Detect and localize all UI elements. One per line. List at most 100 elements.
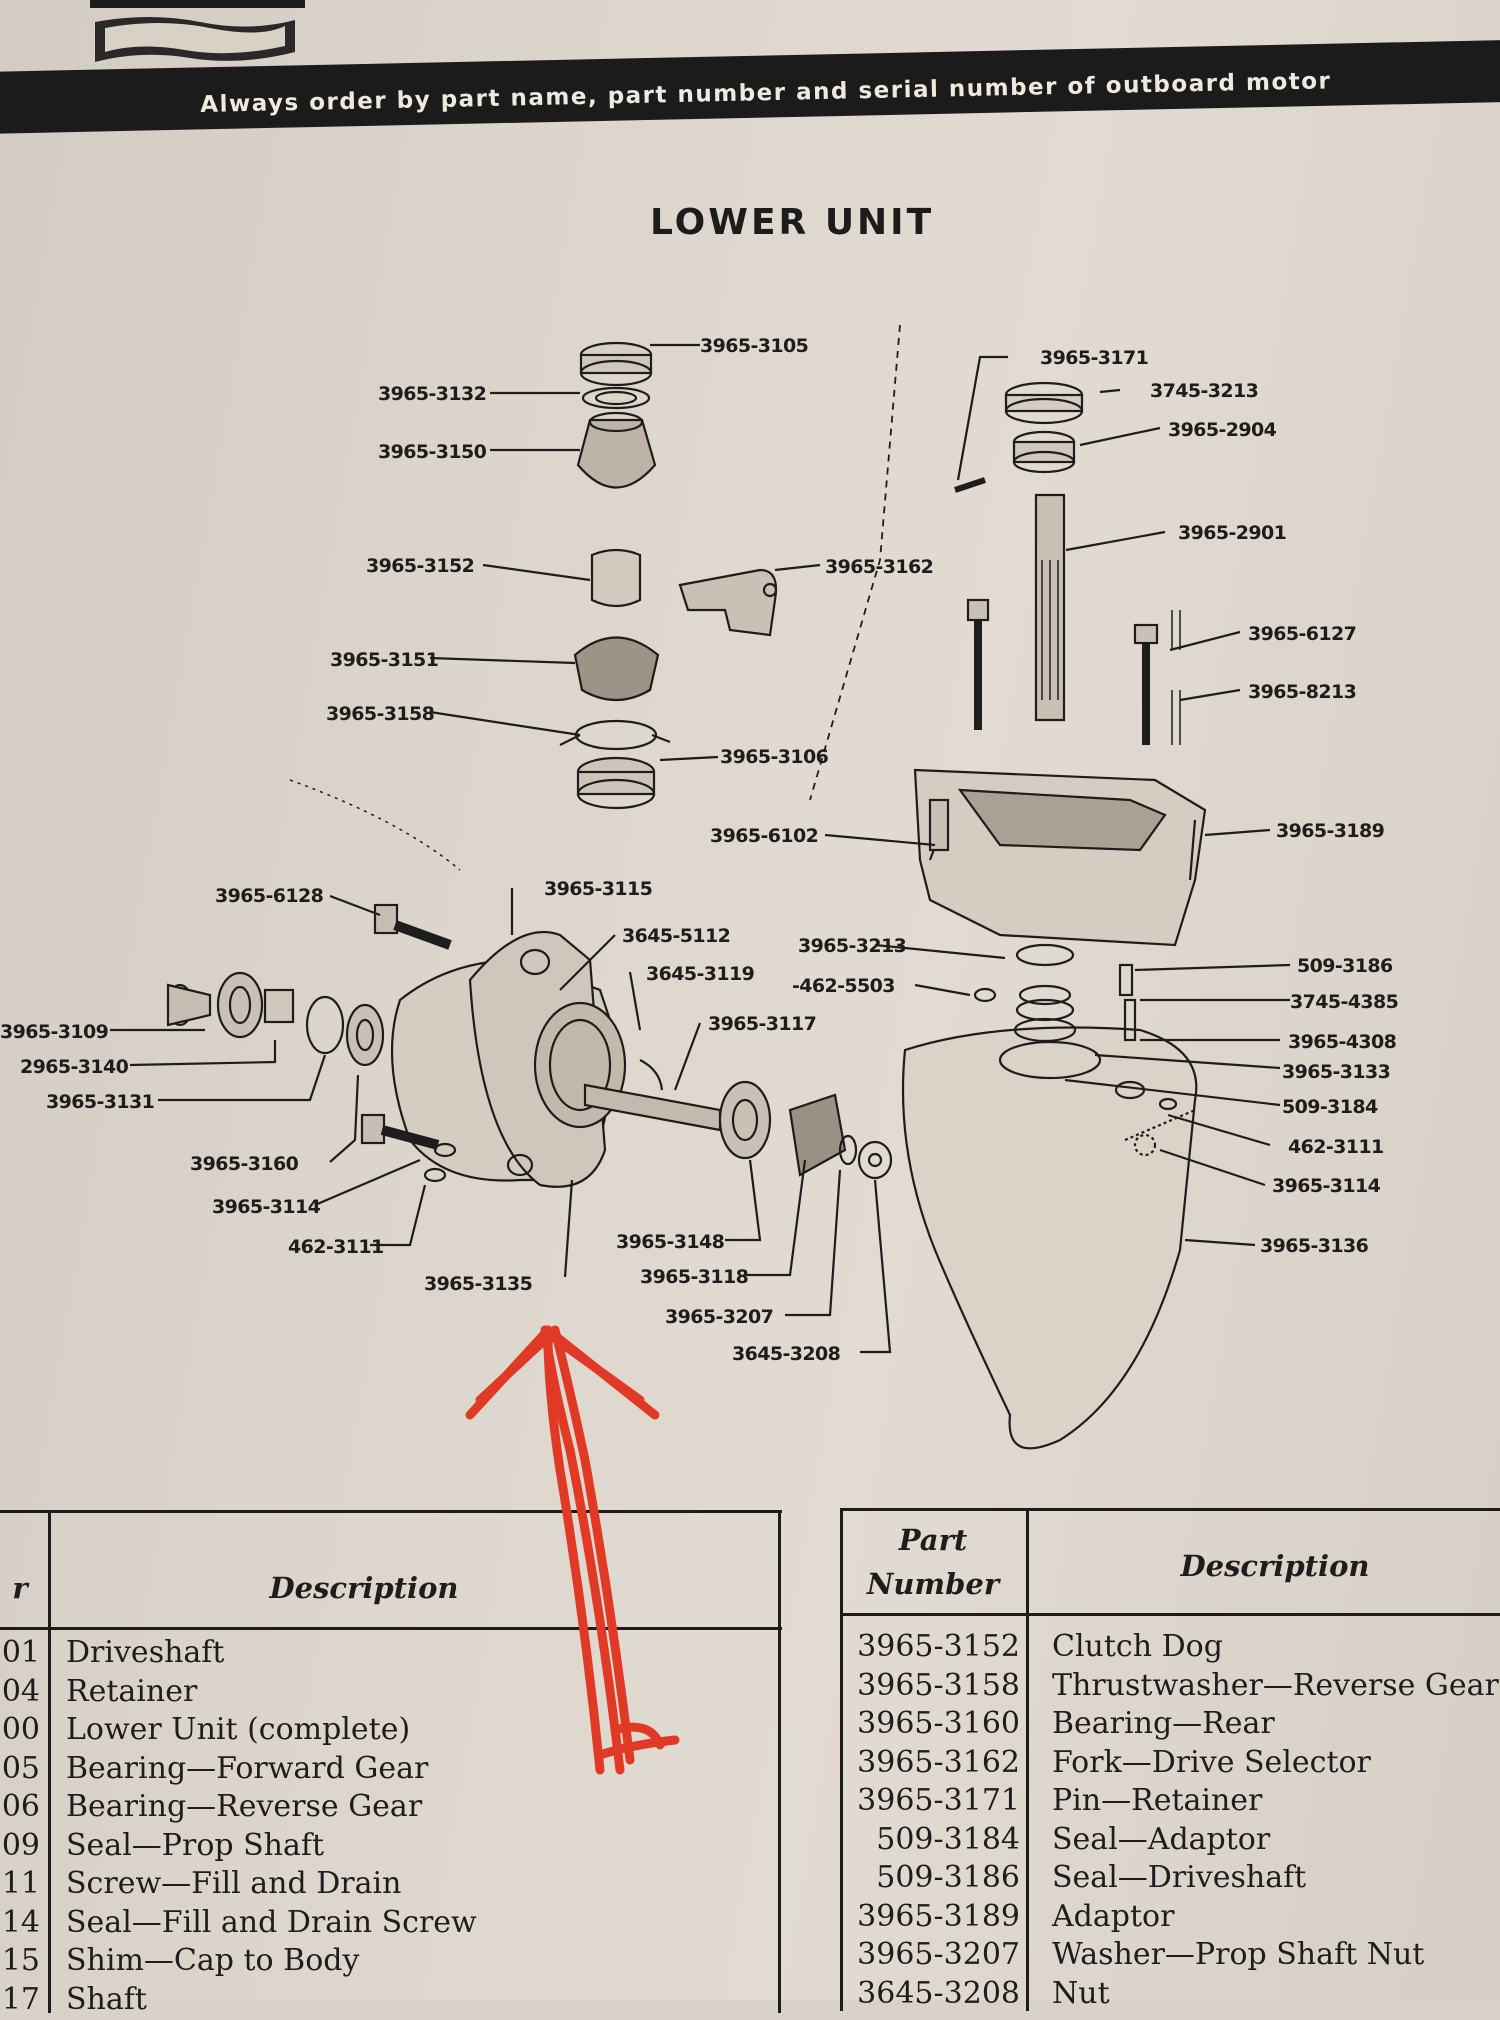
part-number: 15 [1,1943,40,1978]
part-label: 3965-3117 [708,1013,816,1035]
part-label: 2965-3140 [20,1056,129,1078]
part-label: 3965-3162 [825,556,933,578]
part-label: 3965-3207 [665,1306,773,1328]
part-label: 462-3111 [1288,1136,1384,1158]
part-description: Retainer [66,1673,198,1709]
part-label: 3645-3119 [646,963,754,985]
part-description: Seal—Prop Shaft [66,1827,325,1863]
part-number: 3965-3160 [857,1706,1020,1741]
part-number: 14 [1,1904,40,1940]
part-label: 3645-5112 [622,925,730,947]
part-description: Pin—Retainer [1052,1783,1263,1818]
part-number: 509-3184 [876,1821,1020,1857]
part-label: 3965-3160 [190,1153,299,1175]
part-number: 3965-3189 [857,1898,1020,1934]
part-label: 3965-6128 [215,885,324,907]
column-divider [840,1511,843,2011]
part-label: 3965-3152 [366,555,474,577]
part-label: 3965-6102 [710,825,818,847]
part-label: 3965-6127 [1248,623,1356,645]
part-number: 3965-3158 [857,1667,1020,1703]
part-description: Seal—Adaptor [1052,1821,1271,1857]
table-row: 11 Screw—Fill and Drain [0,1866,782,1904]
part-description: Clutch Dog [1052,1629,1223,1664]
part-label: 3965-3105 [700,335,808,357]
part-description: Fork—Drive Selector [1052,1744,1371,1780]
part-label: 462-3111 [288,1236,384,1258]
part-label: 3965-3136 [1260,1235,1369,1257]
part-description: Bearing—Reverse Gear [66,1789,423,1824]
part-label: 3965-3114 [212,1196,321,1218]
part-label: 3965-3150 [378,441,487,463]
part-label: 3965-2901 [1178,522,1286,544]
part-label: 3965-3158 [326,703,435,725]
table-row: 14 Seal—Fill and Drain Screw [0,1905,782,1943]
part-description: Washer—Prop Shaft Nut [1052,1937,1425,1972]
part-label: 3745-4385 [1290,991,1398,1013]
parts-table-right: Part Number Description 3965-3152 Clutch … [840,1508,1500,2011]
part-description: Adaptor [1052,1898,1175,1934]
table-row: 3965-3171 Pin—Retainer [840,1783,1500,1821]
part-number: 3965-3171 [857,1783,1020,1818]
part-number: 00 [1,1712,40,1747]
part-description: Screw—Fill and Drain [66,1866,402,1901]
table-row: 3965-3189 Adaptor [840,1899,1500,1937]
part-label: 3965-3118 [640,1266,749,1288]
part-label: 3965-3114 [1272,1175,1381,1197]
part-label: 3965-3106 [720,746,829,768]
table-row: 00 Lower Unit (complete) [0,1712,782,1750]
table-row: 3965-3158 Thrustwasher—Reverse Gear [840,1668,1500,1706]
part-label: -462-5503 [792,975,895,997]
exploded-parts-diagram: 3965-3105 3965-3132 3965-3150 3965-3152 … [0,324,1399,1450]
part-label: 3965-2904 [1168,419,1277,441]
part-label: 3965-3135 [424,1273,532,1295]
part-label: 3965-3189 [1276,820,1384,842]
column-header-number: r [12,1571,28,1605]
part-description: Lower Unit (complete) [66,1712,411,1747]
brand-logo [90,0,305,62]
part-label: 3965-3151 [330,649,438,671]
part-label: 3965-3115 [544,878,652,900]
column-header-description: Description [1180,1549,1370,1583]
part-number: 06 [1,1789,40,1824]
column-divider [48,1513,51,2013]
table-row: 09 Seal—Prop Shaft [0,1828,782,1866]
column-header-number: Number [866,1567,1000,1601]
part-number: 3965-3152 [857,1629,1020,1664]
column-header-description: Description [269,1571,459,1605]
part-label: 3745-3213 [1150,380,1258,402]
table-row: 3965-3207 Washer—Prop Shaft Nut [840,1937,1500,1975]
part-description: Bearing—Rear [1052,1706,1275,1741]
part-number: 04 [1,1673,40,1709]
table-row: 04 Retainer [0,1674,782,1712]
column-divider [1026,1511,1029,2011]
column-header-part: Part [898,1523,968,1557]
header-divider [840,1613,1500,1616]
table-row: 3965-3160 Bearing—Rear [840,1706,1500,1744]
part-label: 3645-3208 [732,1343,841,1365]
page-title: LOWER UNIT [650,202,935,243]
part-label: 3965-3148 [616,1231,725,1253]
part-number: 3965-3207 [857,1937,1020,1972]
part-description: Seal—Fill and Drain Screw [66,1904,477,1940]
table-row: 06 Bearing—Reverse Gear [0,1789,782,1827]
part-label: 509-3184 [1282,1096,1378,1118]
part-number: 09 [1,1827,40,1863]
part-description: Thrustwasher—Reverse Gear [1052,1667,1499,1703]
table-row: 509-3184 Seal—Adaptor [840,1822,1500,1860]
part-label: 3965-3133 [1282,1061,1390,1083]
part-label: 3965-3131 [46,1091,154,1113]
part-label: 3965-8213 [1248,681,1356,703]
part-label: 3965-4308 [1288,1031,1397,1053]
part-label: 3965-3109 [0,1021,108,1043]
part-description: Bearing—Forward Gear [66,1750,429,1786]
part-number: 11 [1,1866,40,1901]
